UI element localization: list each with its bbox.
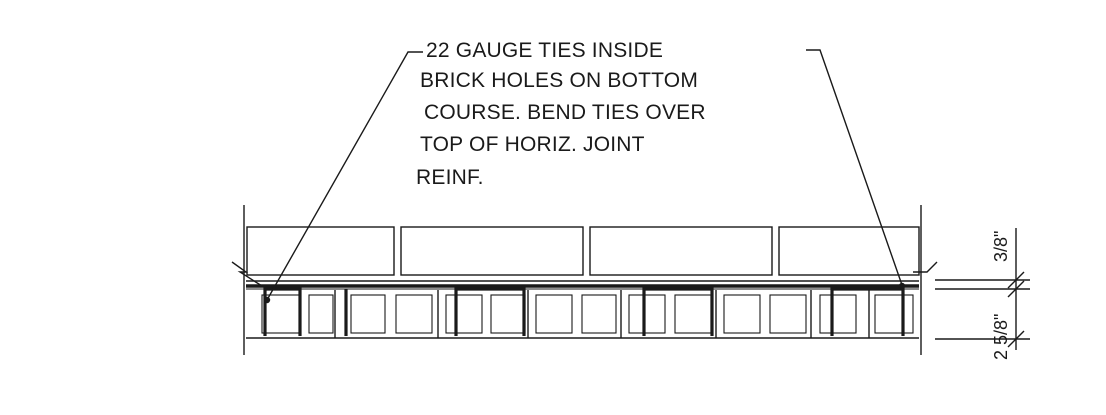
left-break-mark bbox=[231, 261, 263, 287]
horizontal-joint-reinforcement bbox=[246, 280, 919, 290]
bent-ties bbox=[263, 287, 905, 336]
bottom-brick-course bbox=[246, 290, 919, 339]
dim-course-label: 2 5/8" bbox=[991, 314, 1011, 360]
right-leader-dot bbox=[898, 282, 906, 290]
right-break-mark bbox=[913, 261, 938, 273]
note-line-2: BRICK HOLES ON BOTTOM bbox=[420, 69, 699, 92]
dimension-lines bbox=[935, 228, 1030, 350]
note-line-5: REINF. bbox=[416, 166, 484, 189]
left-leader-dot bbox=[263, 296, 271, 304]
leader-lines bbox=[266, 49, 903, 301]
note-line-4: TOP OF HORIZ. JOINT bbox=[420, 133, 645, 156]
note-line-3: COURSE. BEND TIES OVER bbox=[424, 101, 706, 124]
upper-brick-course bbox=[246, 226, 920, 276]
dim-joint-label: 3/8" bbox=[991, 231, 1011, 262]
note-line-1: 22 GAUGE TIES INSIDE bbox=[426, 39, 664, 62]
